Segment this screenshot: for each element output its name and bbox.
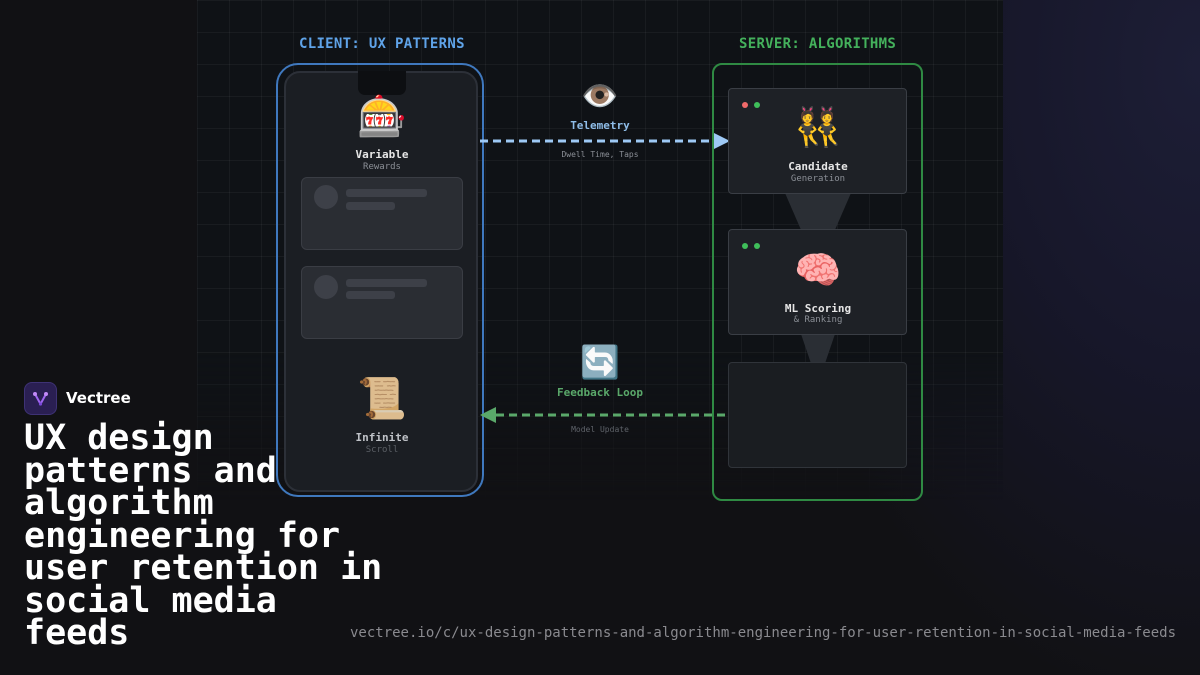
empty-server-card (728, 362, 907, 468)
feed-post-card (301, 266, 463, 339)
text-placeholder-line (346, 202, 395, 210)
status-dot-red (742, 102, 748, 108)
infinite-scroll-title: Infinite (355, 431, 409, 444)
phone-frame (276, 63, 484, 497)
brand-name: Vectree (66, 389, 131, 407)
feedback-arrowhead (480, 407, 496, 423)
infinite-scroll-subtitle: Scroll (365, 445, 399, 455)
variable-rewards-title: Variable (355, 148, 409, 161)
eye-icon: 👁️ (581, 79, 619, 114)
telemetry-label: Telemetry (570, 119, 630, 132)
text-placeholder-line (346, 291, 395, 299)
page-url[interactable]: vectree.io/c/ux-design-patterns-and-algo… (349, 625, 1176, 641)
feedback-loop-sublabel: Model Update (571, 425, 629, 434)
telemetry-sublabel: Dwell Time, Taps (561, 150, 639, 159)
candidate-generation-card (728, 88, 907, 194)
telemetry-arrowhead (714, 133, 730, 149)
brain-icon: 🧠 (794, 248, 842, 292)
scroll-icon: 📜 (357, 376, 407, 422)
refresh-loop-icon: 🔄 (580, 343, 620, 381)
server-frame (712, 63, 923, 501)
client-column-title: CLIENT: UX PATTERNS (299, 36, 465, 52)
status-dot-green (754, 102, 760, 108)
ml-scoring-title: ML Scoring (784, 302, 852, 315)
status-dot-green (742, 243, 748, 249)
server-column-title: SERVER: ALGORITHMS (739, 36, 897, 52)
avatar (314, 185, 338, 209)
avatar (314, 275, 338, 299)
slot-machine-icon: 🎰 (357, 94, 407, 140)
text-placeholder-line (346, 279, 427, 287)
vectree-logo-icon (33, 392, 48, 406)
ml-scoring-card (728, 229, 907, 335)
status-dot-green (754, 243, 760, 249)
feed-post-card (301, 177, 463, 250)
dancers-icon: 👯 (794, 105, 842, 149)
page-title: UX design patterns and algorithm enginee… (24, 418, 383, 653)
ml-scoring-subtitle: & Ranking (793, 315, 843, 325)
feedback-loop-label: Feedback Loop (556, 386, 644, 399)
vectree-logo (24, 382, 57, 415)
variable-rewards-subtitle: Rewards (363, 162, 401, 172)
candidate-title: Candidate (788, 160, 848, 173)
candidate-subtitle: Generation (790, 174, 846, 184)
phone-notch (358, 71, 406, 95)
text-placeholder-line (346, 189, 427, 197)
